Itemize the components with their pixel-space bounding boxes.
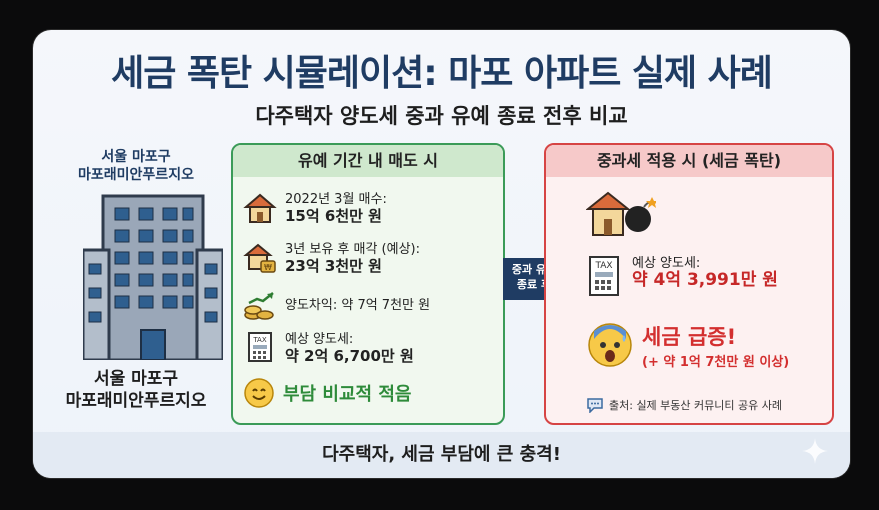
page-title: 세금 폭탄 시뮬레이션: 마포 아파트 실제 사례: [111, 53, 773, 94]
shocked-face-icon: [588, 323, 632, 367]
heavy-tax-row: TAX 예상 양도세:약 4억 3,991만 원: [582, 255, 778, 299]
surge-detail: (+ 약 1억 7천만 원 이상): [642, 355, 790, 370]
sale-label: 3년 보유 후 매각 (예상):: [285, 242, 421, 257]
svg-text:TAX: TAX: [252, 336, 267, 344]
footer-banner: 다주택자, 세금 부담에 큰 충격!: [33, 432, 850, 478]
purchase-row: 2022년 3월 매수:15억 6천만 원: [243, 191, 387, 226]
expected-tax-label: 예상 양도세:: [285, 332, 354, 347]
apartment-building-icon: [83, 194, 223, 360]
sparkle-icon: [802, 438, 828, 464]
source-note: 출처: 실제 부동산 커뮤니티 공유 사례: [586, 397, 782, 413]
purchase-label: 2022년 3월 매수:: [285, 192, 387, 207]
apartment-label-bottom: 서울 마포구 마포래미안푸르지오: [65, 369, 207, 411]
heavy-tax-value: 약 4억 3,991만 원: [632, 270, 778, 290]
svg-text:TAX: TAX: [594, 261, 612, 271]
tax-calculator-icon: TAX: [589, 256, 619, 296]
house-icon: [243, 193, 277, 223]
house-money-icon: ₩: [243, 243, 276, 273]
tax-calculator-icon: TAX: [248, 332, 272, 362]
infographic-card: 세금 폭탄 시뮬레이션: 마포 아파트 실제 사례 다주택자 양도세 중과 유예…: [33, 30, 850, 478]
expected-tax-value: 약 2억 6,700만 원: [285, 347, 414, 365]
surge-block: 세금 급증! (+ 약 1억 7천만 원 이상): [642, 321, 789, 370]
burden-note-row: 부담 비교적 적음: [243, 377, 411, 409]
sale-row: ₩ 3년 보유 후 매각 (예상):23억 3천만 원: [243, 241, 420, 276]
grace-period-panel: 유예 기간 내 매도 시 2022년 3월 매수:15억 6천만 원 ₩ 3년 …: [231, 143, 505, 425]
house-bomb-icon: [586, 191, 656, 236]
coins-growth-icon: [244, 292, 274, 320]
sale-value: 23억 3천만 원: [285, 257, 382, 275]
heavy-tax-header: 중과세 적용 시 (세금 폭탄): [546, 145, 832, 177]
page-subtitle: 다주택자 양도세 중과 유예 종료 전후 비교: [255, 104, 628, 128]
heavy-tax-label: 예상 양도세:: [632, 256, 701, 271]
surge-title: 세금 급증!: [642, 325, 737, 349]
source-text: 출처: 실제 부동산 커뮤니티 공유 사례: [609, 399, 782, 412]
heavy-tax-panel: 중과세 적용 시 (세금 폭탄) TAX 예상 양도세:약 4억 3,991만 …: [544, 143, 834, 425]
smile-icon: [244, 378, 274, 408]
chat-bubble-icon: [587, 398, 603, 413]
grace-period-header: 유예 기간 내 매도 시: [233, 145, 503, 177]
gain-row: 양도차익: 약 7억 7천만 원: [243, 291, 430, 321]
purchase-value: 15억 6천만 원: [285, 207, 382, 225]
svg-text:₩: ₩: [264, 263, 272, 272]
burden-note: 부담 비교적 적음: [283, 384, 412, 405]
expected-tax-row: TAX 예상 양도세:약 2억 6,700만 원: [243, 331, 414, 366]
apartment-label-top: 서울 마포구 마포래미안푸르지오: [78, 149, 194, 183]
gain-label: 양도차익: 약 7억 7천만 원: [285, 298, 431, 313]
